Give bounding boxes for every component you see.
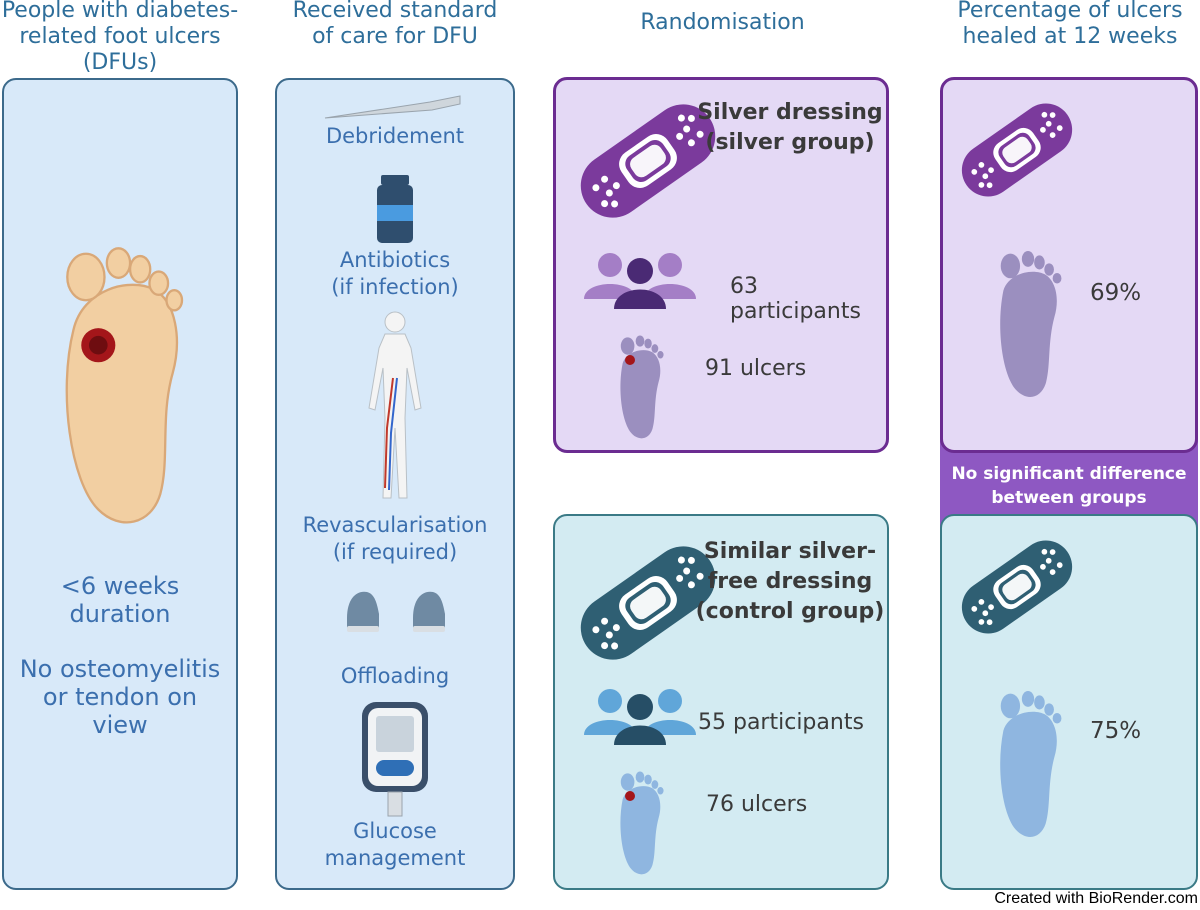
duration-text: <6 weeks duration [60,572,180,628]
scalpel-icon [324,95,461,119]
shoes-icon [347,591,445,632]
silver-group-title: Silver dressing (silver group) [697,100,883,155]
human-body-vessels-icon [368,311,422,499]
silver-ulcers-count: 91 ulcers [705,356,807,381]
silver-healed-percent: 69% [1090,280,1142,306]
header-patients: People with diabetes- related foot ulcer… [1,0,239,75]
exclusion-text: No osteomyelitis or tendon on view [19,655,221,739]
silver-foot-ulcer-icon [620,335,664,439]
header-randomisation: Randomisation [640,10,805,35]
header-standard-care: Received standard of care for DFU [292,0,498,49]
silver-result-plaster-icon [951,93,1083,207]
antibiotics-bottle-icon [377,175,413,243]
revascularisation-label: Revascularisation (if required) [302,513,488,564]
control-participants-people-icon [584,689,696,745]
control-healed-percent: 75% [1090,718,1142,744]
debridement-label: Debridement [325,124,465,148]
control-ulcers-count: 76 ulcers [706,792,808,817]
offloading-label: Offloading [340,664,450,688]
antibiotics-label: Antibiotics (if infection) [331,248,459,299]
foot-with-ulcer-icon [65,247,184,524]
silver-participants-people-icon [584,253,696,309]
control-foot-ulcer-icon [620,771,664,875]
control-result-foot-icon [1000,691,1062,837]
glucose-label: Glucose management [324,819,466,870]
silver-participants-count: 63 participants [730,274,861,324]
comparison-note: No significant difference between groups [951,464,1187,508]
glucose-meter-icon [362,702,428,817]
header-healed: Percentage of ulcers healed at 12 weeks [957,0,1183,49]
biorender-credit: Created with BioRender.com [994,890,1198,907]
control-result-plaster-icon [951,530,1083,644]
silver-result-foot-icon [1000,251,1062,397]
control-participants-count: 55 participants [698,710,864,735]
control-group-title: Similar silver- free dressing (control g… [695,539,885,624]
